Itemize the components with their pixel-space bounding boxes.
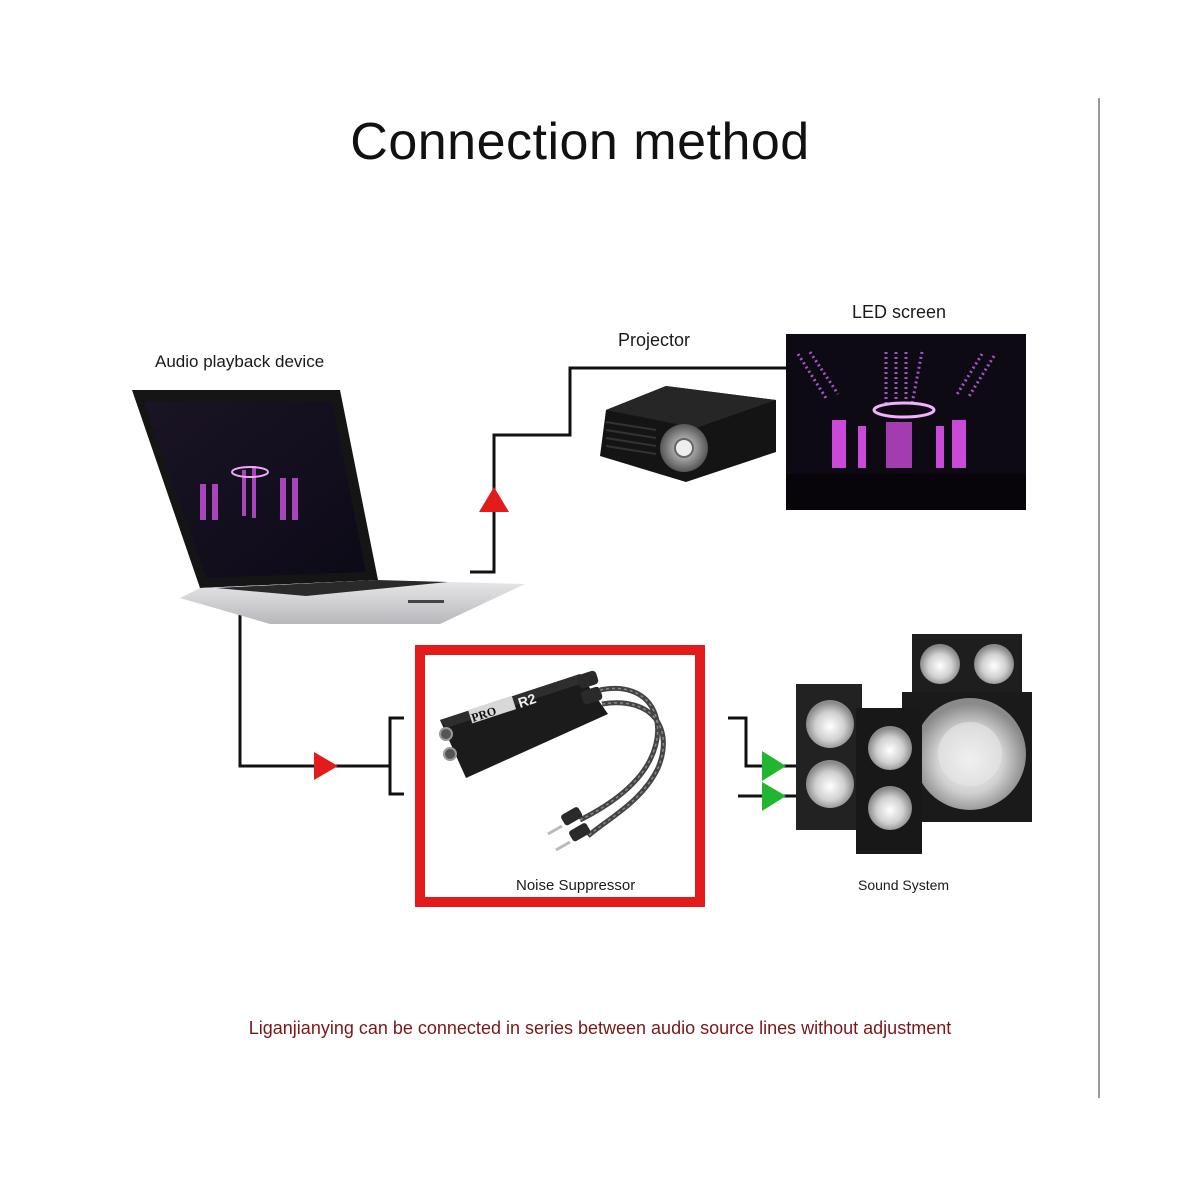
sound-system-label: Sound System bbox=[858, 877, 950, 893]
led-screen-label: LED screen bbox=[852, 302, 947, 322]
projector-label: Projector bbox=[618, 330, 691, 350]
arrow-right-icon bbox=[762, 782, 786, 811]
page-title: Connection method bbox=[350, 113, 810, 171]
laptop-label: Audio playback device bbox=[155, 352, 325, 371]
speakers-icon bbox=[796, 634, 1032, 854]
footer-note: Liganjianying can be connected in series… bbox=[248, 1018, 952, 1038]
noise-suppressor-icon: PRO R2 bbox=[439, 670, 666, 852]
arrow-up-icon bbox=[479, 487, 509, 512]
projector-icon bbox=[600, 386, 776, 482]
led-screen-icon bbox=[786, 334, 1026, 510]
arrow-right-icon bbox=[314, 752, 338, 780]
model-text: R2 bbox=[516, 690, 538, 711]
arrow-right-icon bbox=[762, 751, 786, 781]
noise-suppressor-highlight-box bbox=[415, 645, 705, 907]
divider bbox=[1098, 98, 1100, 1098]
noise-suppressor-label: Noise Suppressor bbox=[516, 877, 636, 894]
laptop-icon bbox=[132, 390, 525, 624]
